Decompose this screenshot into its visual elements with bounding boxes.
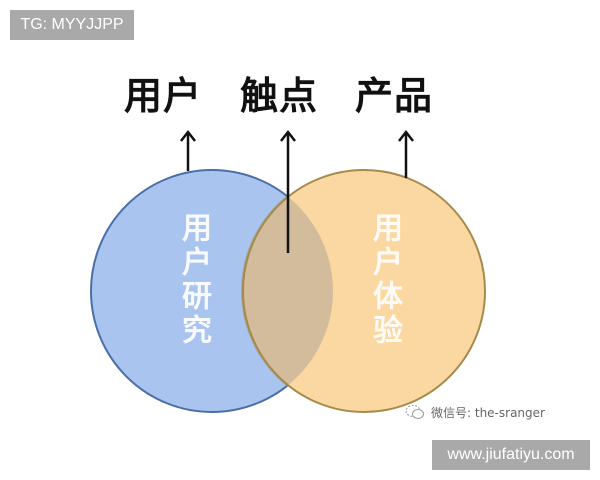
wechat-credit-text: 微信号: the-sranger bbox=[431, 405, 545, 420]
wechat-credit: 微信号: the-sranger bbox=[405, 402, 545, 422]
heading-touchpoint: 触点 bbox=[240, 74, 319, 118]
heading-product: 产品 bbox=[355, 74, 434, 118]
watermark-url-badge: www.jiufatiyu.com bbox=[432, 440, 590, 470]
overlap-region bbox=[243, 170, 333, 412]
left-circle-label: 用户研究 bbox=[176, 212, 211, 348]
arrow-product-icon bbox=[398, 129, 414, 178]
arrow-touchpoint-icon bbox=[280, 129, 296, 253]
right-circle-label: 用户体验 bbox=[367, 212, 402, 348]
watermark-tg-badge: TG: MYYJJPP bbox=[10, 10, 134, 40]
heading-user: 用户 bbox=[124, 74, 203, 118]
arrow-user-icon bbox=[180, 129, 196, 171]
wechat-icon bbox=[405, 405, 424, 419]
